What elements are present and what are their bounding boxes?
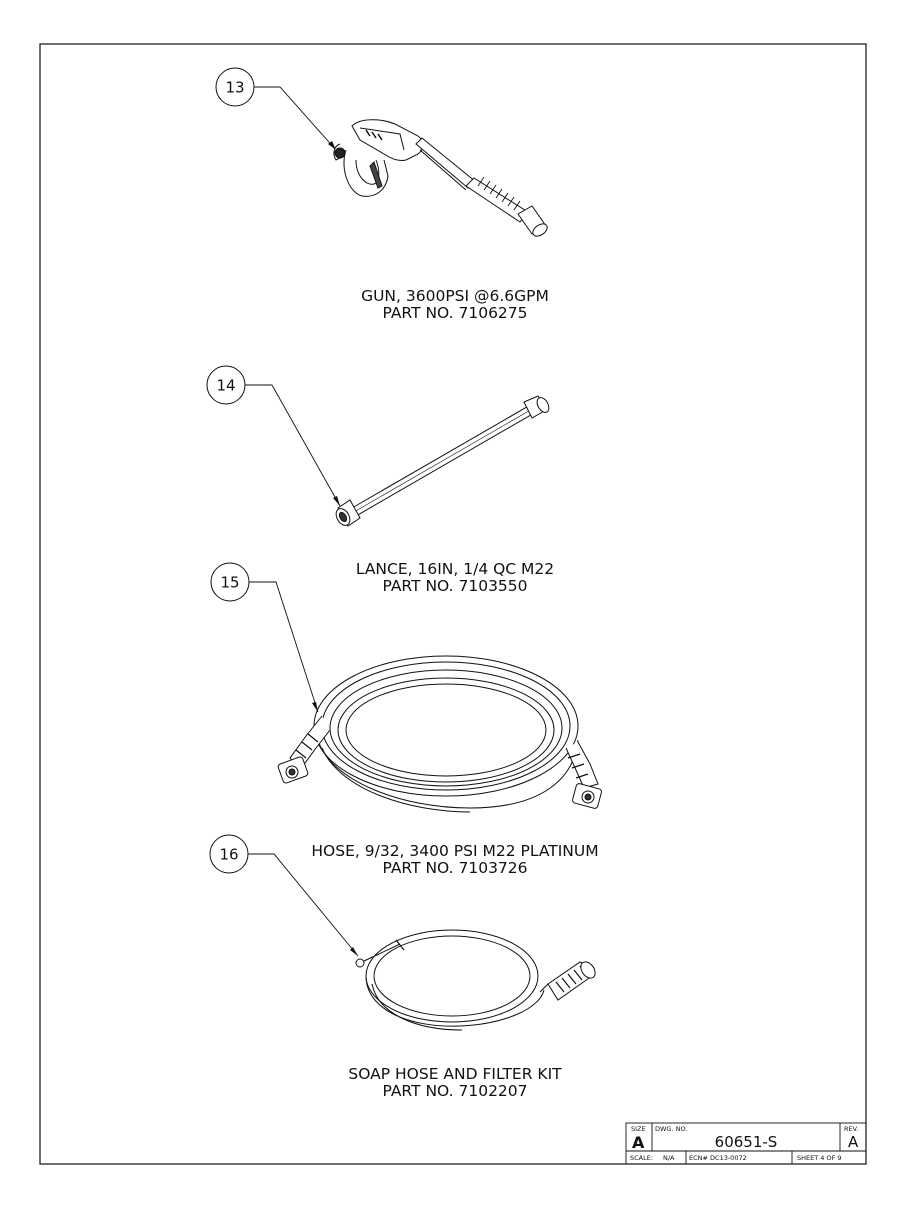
scale-label: SCALE: <box>630 1154 653 1162</box>
balloon-14-number: 14 <box>216 377 235 395</box>
rev-value: A <box>848 1133 859 1151</box>
balloon-13: 13 <box>215 67 337 151</box>
item-16-description: SOAP HOSE AND FILTER KIT <box>348 1066 562 1083</box>
sheet-number: SHEET 4 OF 9 <box>797 1154 842 1162</box>
balloon-16: 16 <box>209 834 359 957</box>
sheet-border <box>39 43 867 1165</box>
item-15-description: HOSE, 9/32, 3400 PSI M22 PLATINUM <box>311 843 599 860</box>
ecn-number: ECN# DC13-0072 <box>689 1154 747 1162</box>
item-13-part-number: PART NO. 7106275 <box>382 304 528 322</box>
balloon-14: 14 <box>206 365 341 507</box>
scale-value: N/A <box>663 1154 675 1162</box>
rev-label: REV. <box>844 1125 858 1133</box>
soap-hose-illustration <box>355 929 596 1031</box>
item-14-description: LANCE, 16IN, 1/4 QC M22 <box>355 561 555 578</box>
item-15-part-number: PART NO. 7103726 <box>382 859 528 877</box>
dwg-no-value: 60651-S <box>715 1133 778 1151</box>
size-label: SIZE <box>631 1125 646 1133</box>
balloon-16-number: 16 <box>219 846 238 864</box>
item-16-part-number: PART NO. 7102207 <box>382 1082 528 1100</box>
balloon-13-number: 13 <box>225 79 244 97</box>
title-block <box>625 1122 867 1165</box>
item-13-description: GUN, 3600PSI @6.6GPM <box>361 288 549 305</box>
dwg-no-label: DWG. NO. <box>655 1125 687 1133</box>
balloon-15: 15 <box>210 562 319 713</box>
lance-illustration <box>335 395 550 527</box>
spray-gun-illustration <box>333 119 548 237</box>
size-value: A <box>632 1133 645 1152</box>
item-14-part-number: PART NO. 7103550 <box>382 577 528 595</box>
balloon-15-number: 15 <box>220 574 239 592</box>
hose-coil-illustration <box>277 655 602 813</box>
